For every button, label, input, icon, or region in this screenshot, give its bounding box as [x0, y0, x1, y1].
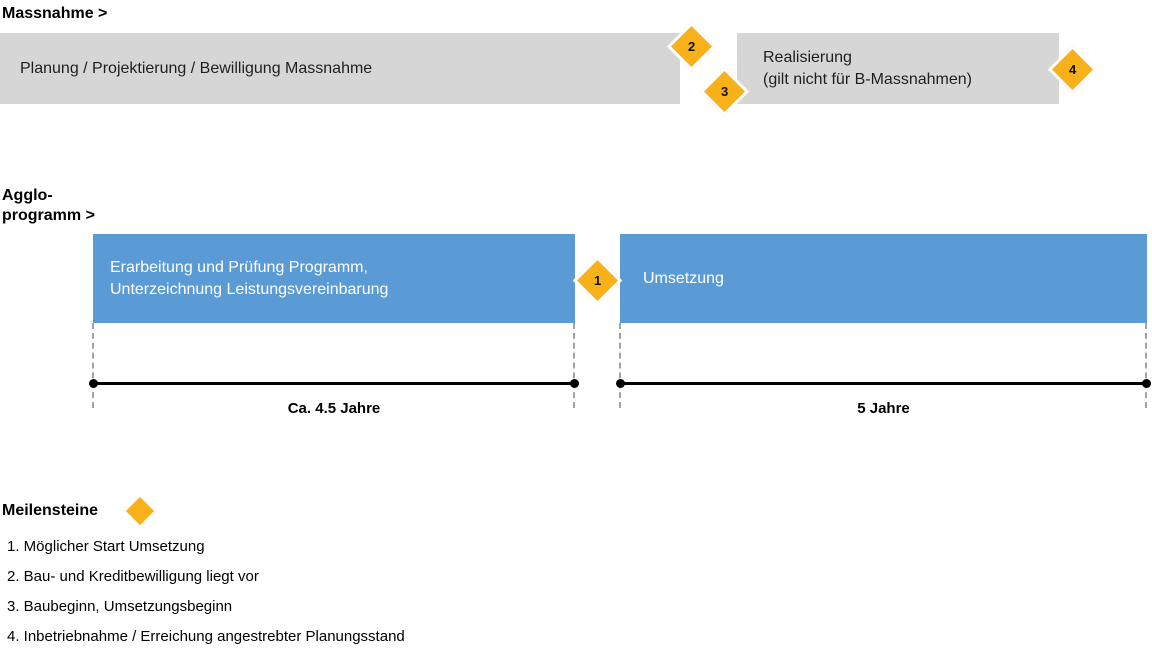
timeline-2-end-dot — [1142, 379, 1151, 388]
agglo-label-line2: programm > — [2, 207, 95, 224]
milestone-marker-1: 1 — [572, 255, 623, 306]
dashed-guide-line-4 — [1145, 323, 1147, 408]
milestone-marker-3-number: 3 — [720, 83, 729, 99]
milestone-marker-2-number: 2 — [687, 38, 696, 54]
agglo-bar-umsetzung: Umsetzung — [620, 234, 1147, 323]
dashed-guide-line-1 — [92, 323, 94, 408]
timeline-2-line — [620, 382, 1147, 385]
milestone-list-item-1: 1. Möglicher Start Umsetzung — [7, 538, 205, 555]
timeline-1-duration-label: Ca. 4.5 Jahre — [287, 400, 381, 417]
timeline-2-start-dot — [616, 379, 625, 388]
massnahme-bar-planung: Planung / Projektierung / Bewilligung Ma… — [0, 33, 680, 104]
timeline-1-line — [93, 382, 575, 385]
massnahme-bar-realisierung: Realisierung (gilt nicht für B-Massnahme… — [737, 33, 1059, 104]
agglo-bar-erarbeitung: Erarbeitung und Prüfung Programm, Unterz… — [93, 234, 575, 323]
agglo-bar-umsetzung-text: Umsetzung — [643, 269, 724, 287]
milestone-list-item-3: 3. Baubeginn, Umsetzungsbeginn — [7, 598, 233, 615]
massnahme-bar-realisierung-line2: (gilt nicht für B-Massnahmen) — [763, 70, 972, 88]
massnahme-bar-planung-text: Planung / Projektierung / Bewilligung Ma… — [20, 59, 373, 77]
meilensteine-heading: Meilensteine — [2, 502, 99, 519]
milestone-marker-4-number: 4 — [1068, 61, 1077, 77]
timeline-1-end-dot — [570, 379, 579, 388]
timeline-1-start-dot — [89, 379, 98, 388]
massnahme-label: Massnahme > — [2, 5, 108, 22]
timeline-2-duration-label: 5 Jahre — [857, 400, 910, 417]
milestone-list: 1. Möglicher Start Umsetzung 2. Bau- und… — [7, 532, 405, 652]
milestone-list-item-2: 2. Bau- und Kreditbewilligung liegt vor — [7, 568, 259, 585]
legend-diamond-icon — [125, 496, 155, 526]
agglo-label-line1: Agglo- — [2, 187, 53, 204]
agglo-bar-erarbeitung-line1: Erarbeitung und Prüfung Programm, — [110, 258, 368, 276]
dashed-guide-line-2 — [573, 323, 575, 408]
milestone-list-item-4: 4. Inbetriebnahme / Erreichung angestreb… — [7, 628, 405, 645]
agglo-label: Agglo- programm > — [2, 186, 95, 226]
dashed-guide-line-3 — [619, 323, 621, 408]
agglo-bar-erarbeitung-line2: Unterzeichnung Leistungsvereinbarung — [110, 280, 389, 298]
massnahme-bar-realisierung-line1: Realisierung — [763, 48, 852, 66]
milestone-marker-1-number: 1 — [593, 272, 602, 288]
